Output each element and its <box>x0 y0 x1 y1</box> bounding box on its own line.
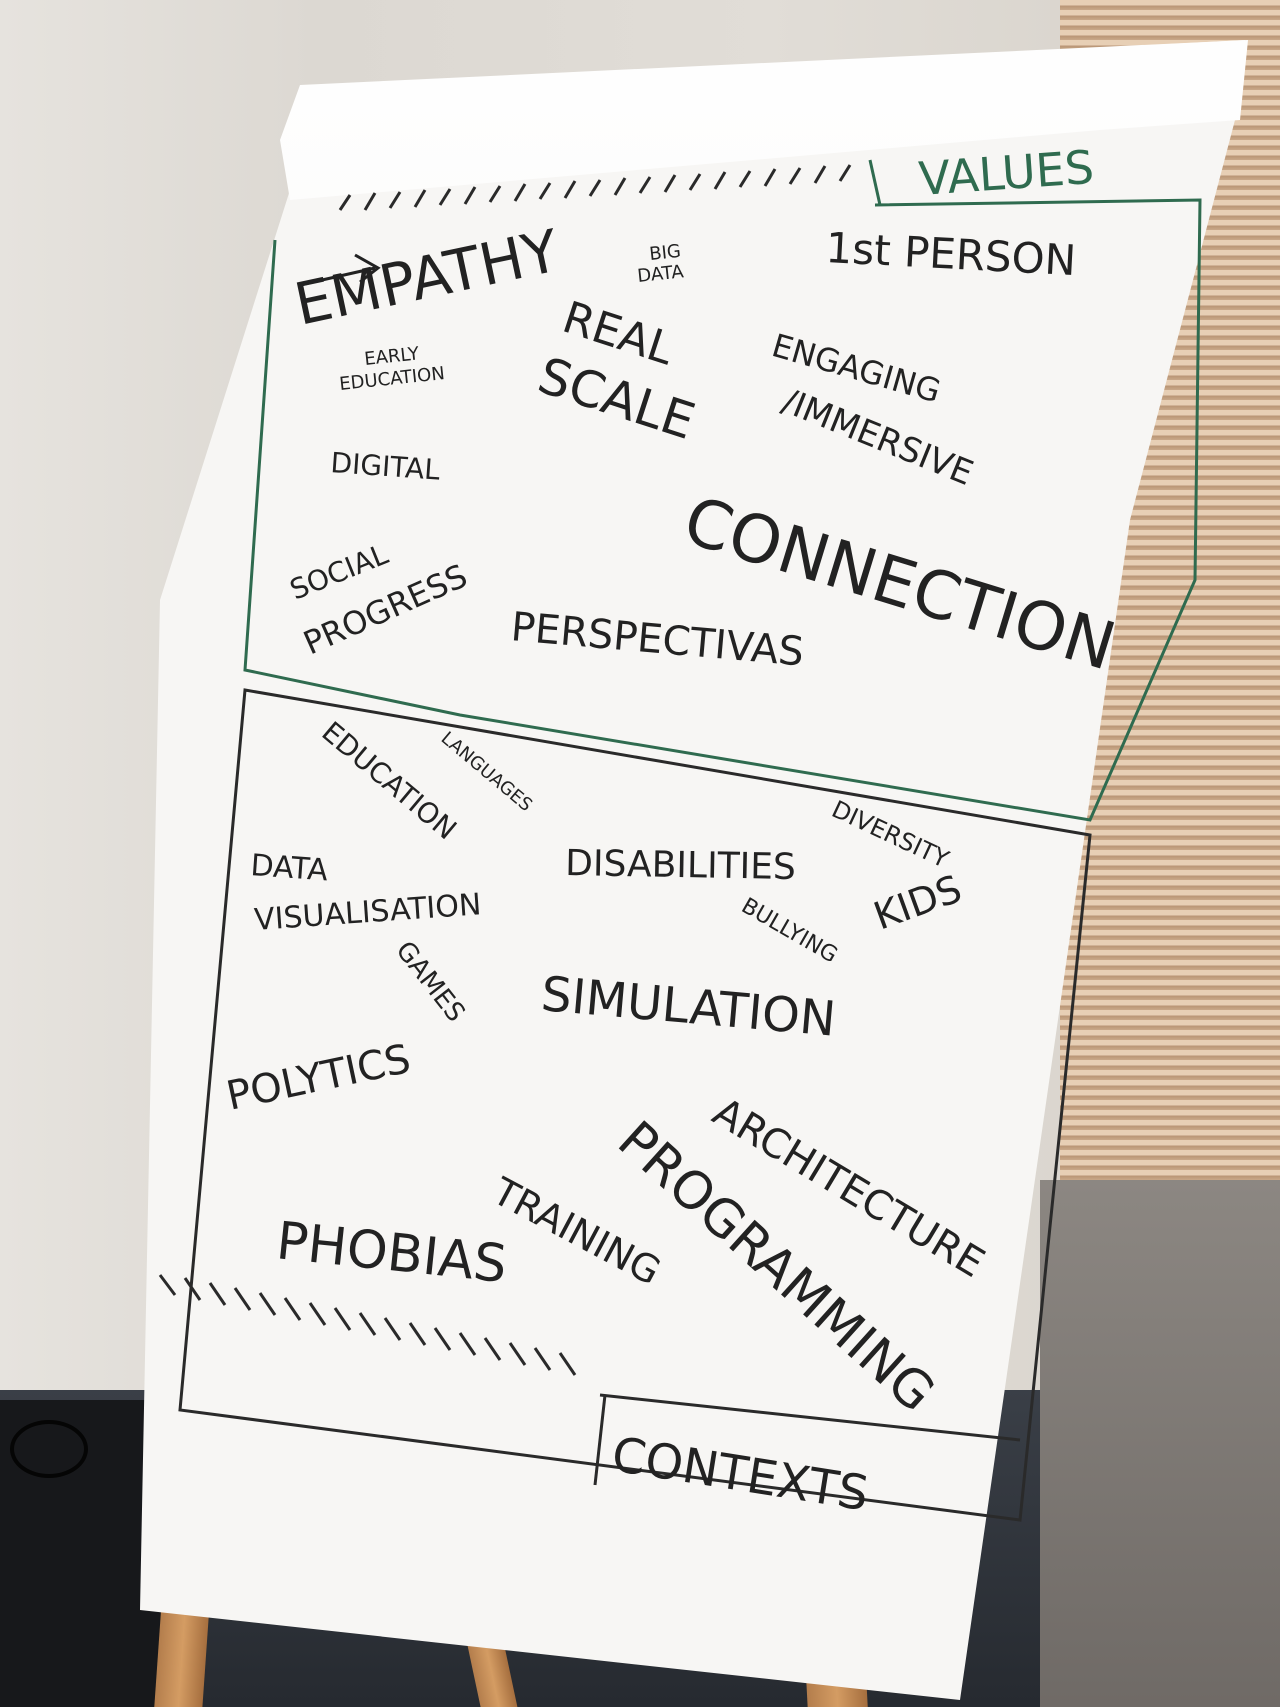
word-immersive: /IMMERSIVE <box>777 381 979 494</box>
word-education: EDUCATION <box>316 715 463 846</box>
cable-coil <box>10 1420 88 1478</box>
word-bullying: BULLYING <box>737 894 841 969</box>
hatching-top <box>338 164 852 211</box>
word-scale: SCALE <box>531 346 701 451</box>
word-first-person: 1st PERSON <box>824 223 1077 285</box>
word-visualisation: VISUALISATION <box>253 887 482 938</box>
word-kids: KIDS <box>868 866 967 938</box>
word-phobias: PHOBIAS <box>274 1211 510 1295</box>
word-simulation: SIMULATION <box>539 966 838 1048</box>
contexts-title: CONTEXTS <box>608 1427 872 1523</box>
word-empathy: EMPATHY <box>289 216 565 338</box>
hatching-bottom <box>158 1274 577 1376</box>
word-languages: LANGUAGES <box>437 728 536 816</box>
word-perspectivas: PERSPECTIVAS <box>509 604 806 675</box>
word-data-viz-1: DATA <box>249 848 329 888</box>
contexts-frame <box>178 688 1092 1522</box>
cabinet <box>1040 1180 1280 1707</box>
values-frame <box>243 159 1202 822</box>
word-disabilities: DISABILITIES <box>565 843 796 888</box>
word-big: BIG <box>648 241 682 265</box>
arrow-icon <box>299 253 381 287</box>
word-data: DATA <box>636 261 685 287</box>
word-early-education: EDUCATION <box>338 363 445 395</box>
word-polytics: POLYTICS <box>223 1036 415 1120</box>
values-title: VALUES <box>917 140 1096 206</box>
word-digital: DIGITAL <box>330 446 442 487</box>
word-games: GAMES <box>389 936 470 1028</box>
word-training: TRAINING <box>485 1169 668 1294</box>
